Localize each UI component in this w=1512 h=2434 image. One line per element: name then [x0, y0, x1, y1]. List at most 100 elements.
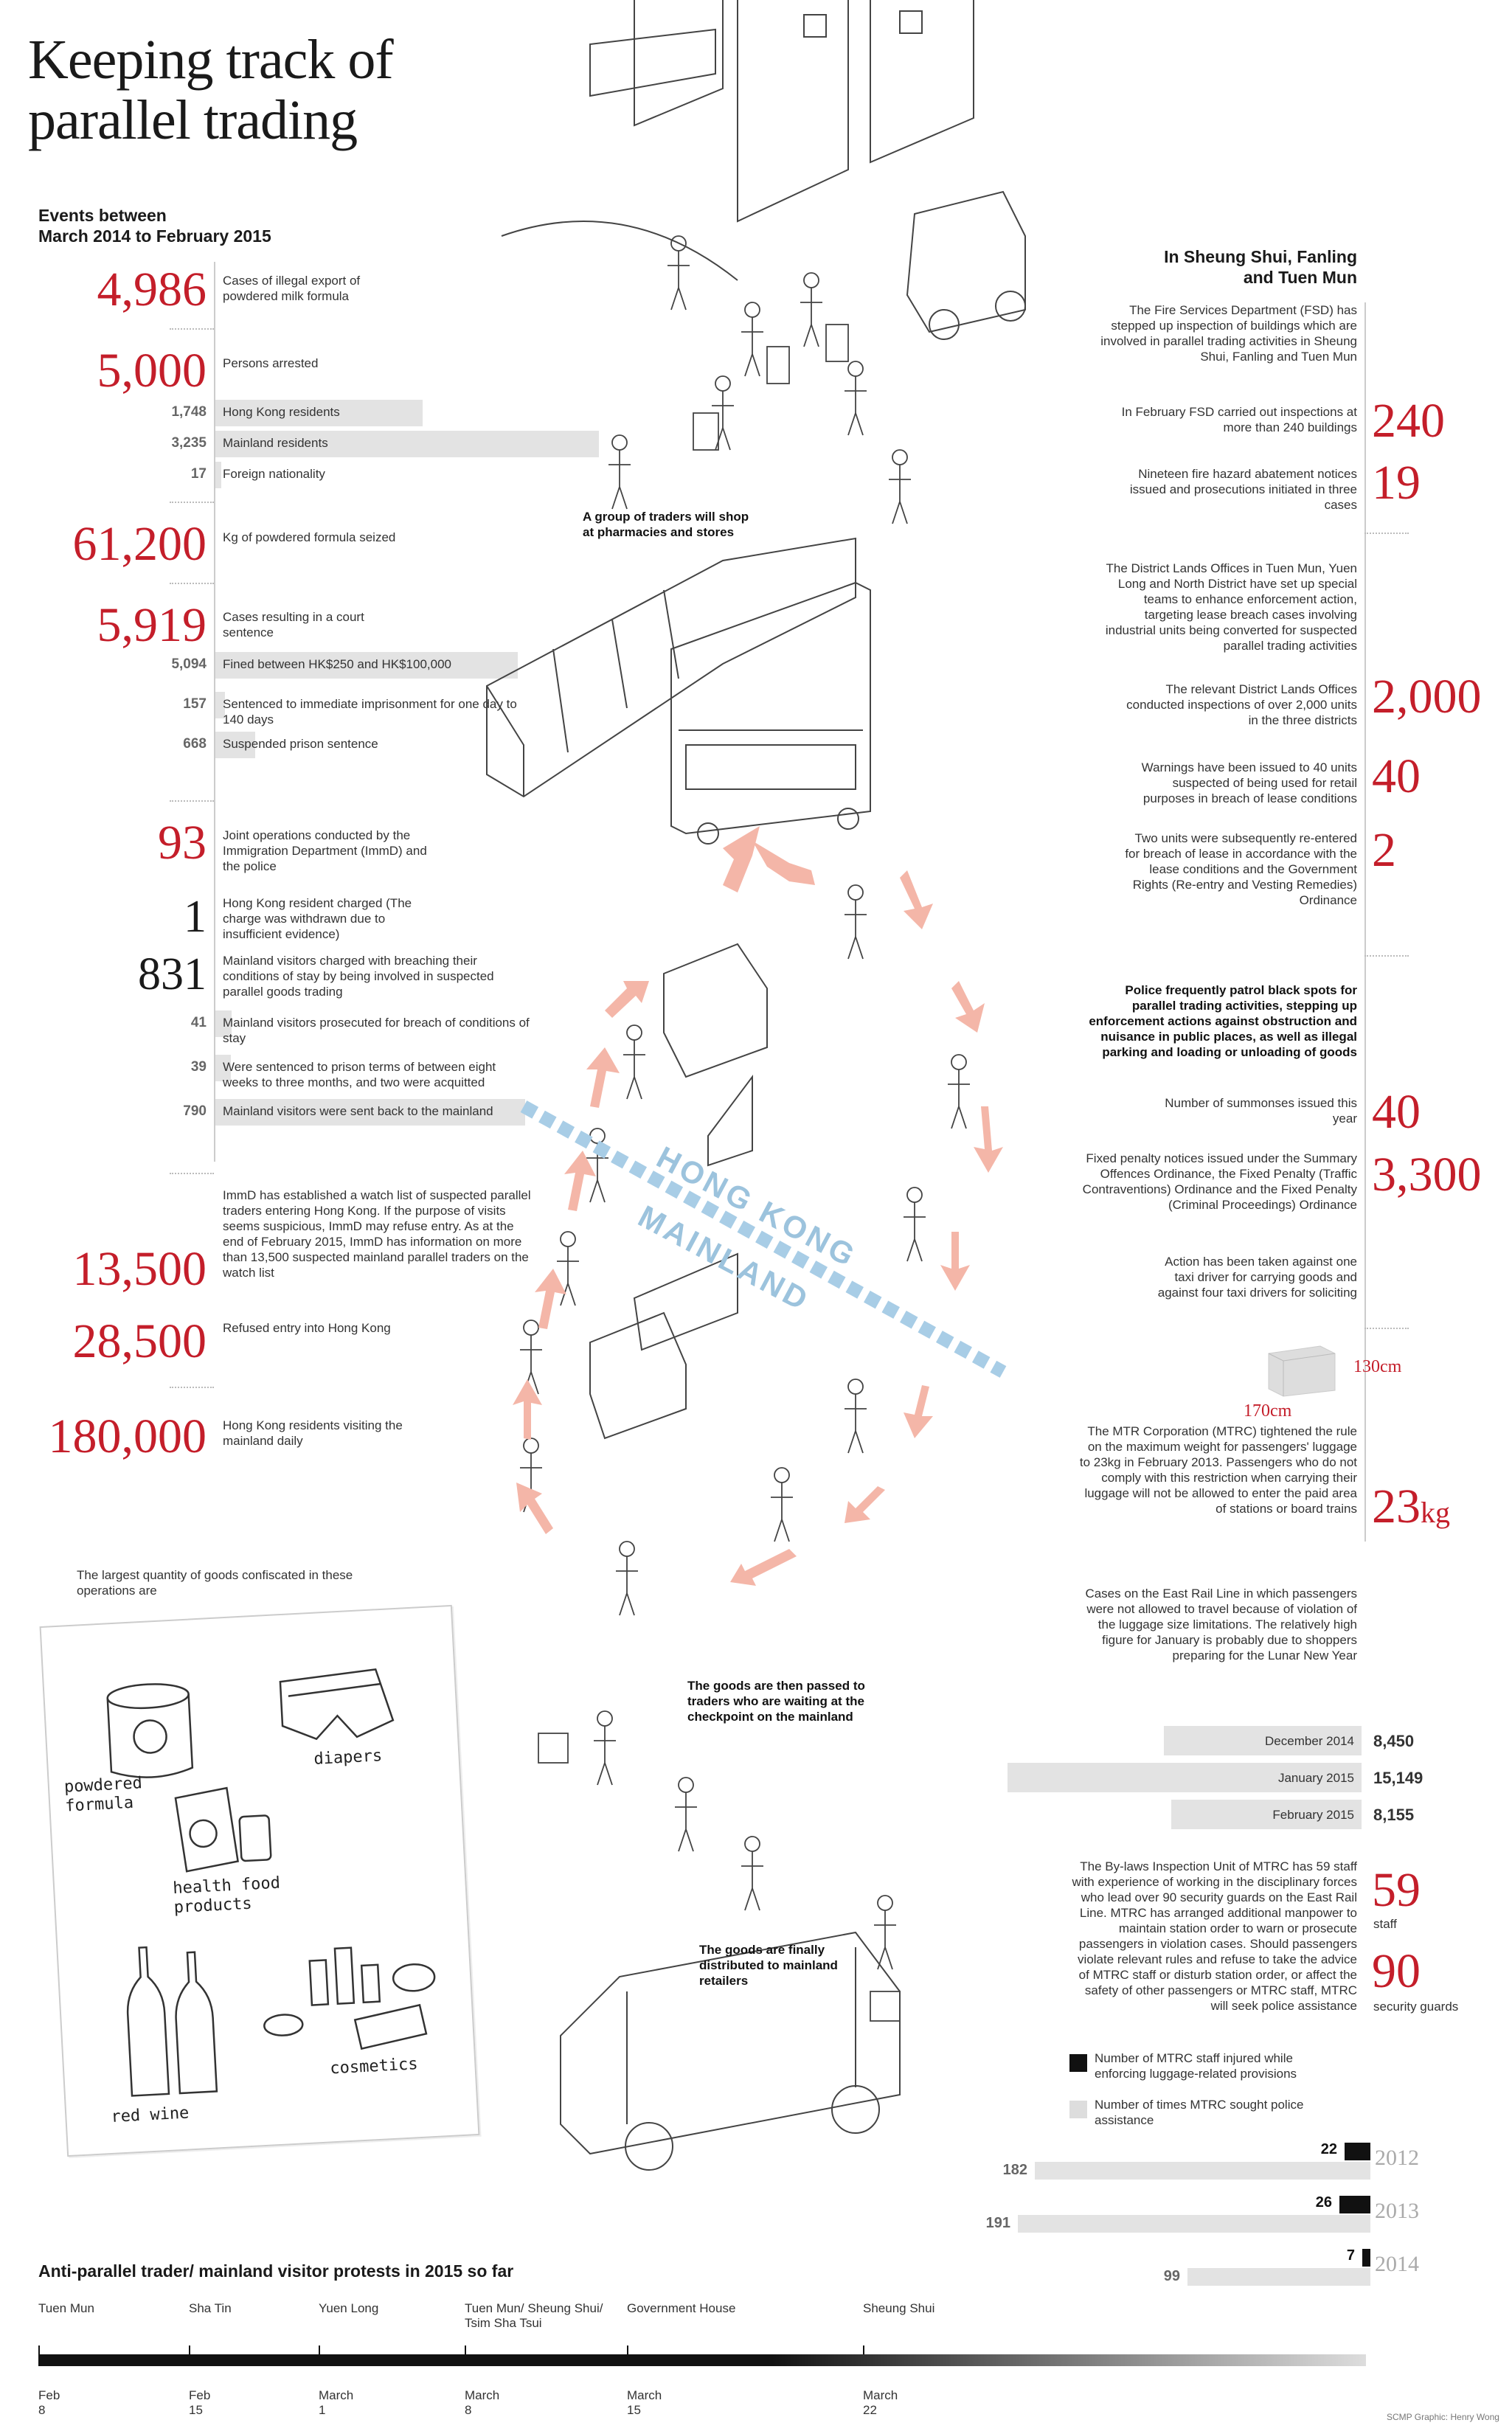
arrow-icon — [845, 1486, 885, 1523]
arrow-icon — [904, 1385, 933, 1438]
stat-guards: 90 — [1372, 1944, 1421, 1998]
cases-text: Cases on the East Rail Line in which pas… — [1085, 1587, 1357, 1662]
injured-value: 7 — [1346, 2247, 1355, 2264]
health-food-icon — [174, 1786, 272, 1873]
dotted-separator — [170, 328, 214, 330]
bus-sketch — [670, 581, 871, 845]
right-divider — [1364, 302, 1366, 1542]
stat-watch-list-label: ImmD has established a watch list of sus… — [223, 1188, 531, 1280]
stat-hk-resident-charged-label: Hong Kong resident charged (The charge w… — [223, 896, 412, 941]
arrow-icon — [586, 1047, 620, 1108]
breakdown-bar — [215, 692, 225, 718]
title-line-2: parallel trading — [28, 89, 358, 151]
arrow-icon — [564, 1151, 596, 1211]
stat-staff: 59 — [1372, 1863, 1421, 1917]
breakdown-label: Mainland visitors were sent back to the … — [223, 1104, 493, 1118]
breakdown-label: Were sentenced to prison terms of betwee… — [223, 1060, 496, 1089]
dotted-separator — [170, 1387, 214, 1388]
stat-fsd-notices-label: Nineteen fire hazard abatement notices i… — [1129, 467, 1357, 512]
right-section-title: In Sheung Shui, Fanling and Tuen Mun — [1092, 246, 1357, 288]
stat-refused-entry-label: Refused entry into Hong Kong — [223, 1321, 391, 1335]
mtr-weight-limit: 23kg — [1372, 1483, 1450, 1537]
shops-street-sketch — [501, 0, 974, 281]
parallel-trading-illustration — [486, 0, 1026, 2171]
police-value: 191 — [985, 2215, 1010, 2231]
stat-summonses: 40 — [1372, 1085, 1421, 1139]
stat-refused-entry: 28,500 — [72, 1314, 207, 1368]
stat-lands-inspections-label: The relevant District Lands Offices cond… — [1126, 682, 1357, 727]
left-subtitle-line-1: Events between — [38, 206, 167, 225]
timeline-tick — [863, 2345, 864, 2354]
stat-mainland-charged-label: Mainland visitors charged with breaching… — [223, 954, 494, 999]
dotted-separator — [170, 1173, 214, 1174]
traders-note: A group of traders will shop at pharmaci… — [583, 510, 749, 539]
arrow-icon — [974, 1106, 1003, 1173]
goods-card: powdered formula diapers health food pro… — [39, 1604, 480, 2157]
left-subtitle: Events between March 2014 to February 20… — [38, 205, 271, 246]
goods-intro: The largest quantity of goods confiscate… — [77, 1568, 353, 1598]
breakdown-value: 41 — [190, 1015, 207, 1030]
timeline-date: March 8 — [465, 2388, 500, 2417]
luggage-dim-1: 130cm — [1353, 1357, 1402, 1376]
stat-joint-operations: 93 — [158, 816, 207, 870]
traders-crowd-sketch — [608, 235, 911, 524]
legend-police-label: Number of times MTRC sought police assis… — [1095, 2098, 1304, 2127]
breakdown-value: 668 — [183, 736, 207, 752]
timeline-place: Sheung Shui — [863, 2301, 935, 2315]
case-month: December 2014 — [1265, 1734, 1354, 1748]
checkpoint-kiosk-sketch — [589, 943, 768, 1440]
arrow-icon — [535, 1269, 566, 1329]
timeline-date: March 22 — [863, 2388, 898, 2417]
breakdown-bar — [215, 400, 423, 426]
mtr-weight-value: 23 — [1372, 1480, 1421, 1533]
case-value: 8,450 — [1373, 1732, 1415, 1750]
cosmetics-icon — [263, 1946, 436, 2050]
stat-formula-seized: 61,200 — [72, 517, 207, 571]
year-label: 2013 — [1375, 2199, 1419, 2223]
stat-joint-operations-label: Joint operations conducted by the Immigr… — [223, 828, 427, 873]
stat-lands-reentry: 2 — [1372, 823, 1396, 877]
page-title: Keeping track of parallel trading — [28, 30, 394, 151]
breakdown-bar — [215, 1010, 232, 1037]
timeline-date: March 1 — [319, 2388, 354, 2417]
dotted-separator — [170, 800, 214, 802]
stat-watch-list: 13,500 — [72, 1242, 207, 1296]
case-month: January 2015 — [1277, 1771, 1354, 1785]
stat-lands-reentry-label: Two units were subsequently re-entered f… — [1125, 831, 1357, 907]
arrow-icon — [752, 841, 815, 885]
breakdown-bar — [215, 652, 518, 679]
police-bar — [1018, 2215, 1370, 2233]
case-value: 8,155 — [1373, 1806, 1415, 1824]
police-bar — [1035, 2162, 1370, 2180]
breakdown-value: 39 — [190, 1059, 207, 1075]
stat-hk-visitors-daily-label: Hong Kong residents visiting the mainlan… — [223, 1418, 403, 1448]
mtr-weight-unit: kg — [1421, 1496, 1450, 1529]
timeline-place: Government House — [627, 2301, 736, 2315]
retail-note: The goods are finally distributed to mai… — [699, 1943, 838, 1988]
timeline-date: March 15 — [627, 2388, 662, 2417]
timeline-date: Feb 15 — [189, 2388, 211, 2417]
timeline-tick — [627, 2345, 628, 2354]
flow-arrows — [513, 826, 1003, 1586]
red-wine-icon — [126, 1946, 218, 2097]
luggage-dim-2: 170cm — [1244, 1401, 1292, 1421]
arrow-icon — [900, 870, 933, 929]
legend-injured-label: Number of MTRC staff injured while enfor… — [1095, 2051, 1297, 2081]
stat-hk-visitors-daily: 180,000 — [48, 1410, 207, 1463]
right-section-title-line-1: In Sheung Shui, Fanling — [1164, 247, 1357, 266]
stat-summonses-label: Number of summonses issued this year — [1165, 1096, 1357, 1126]
year-label: 2014 — [1375, 2252, 1419, 2276]
arrow-icon — [516, 1483, 553, 1534]
goods-illustration — [106, 1668, 436, 2097]
train-sketch — [486, 537, 856, 798]
case-month: February 2015 — [1272, 1808, 1354, 1822]
mtr-text: The MTR Corporation (MTRC) tightened the… — [1079, 1424, 1357, 1516]
timeline-place: Tuen Mun/ Sheung Shui/ Tsim Sha Tsui — [465, 2301, 603, 2330]
stat-fsd-inspections: 240 — [1372, 394, 1445, 448]
arrow-icon — [951, 981, 985, 1033]
border-line — [520, 1100, 1007, 1378]
legend-police-swatch — [1069, 2101, 1087, 2118]
injured-bar — [1362, 2249, 1370, 2267]
credit: SCMP Graphic: Henry Wong — [1387, 2412, 1499, 2422]
arrow-icon — [730, 1549, 797, 1586]
